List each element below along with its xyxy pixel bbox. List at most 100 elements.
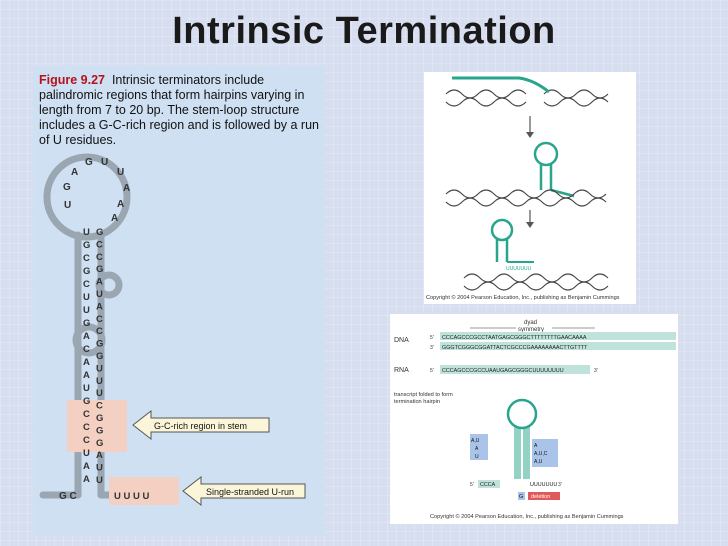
stem-base: G (83, 396, 90, 407)
hairpin-three-prime: 3' (558, 482, 562, 488)
rna-prime: 5' (430, 368, 434, 374)
loop-base: U (64, 200, 71, 211)
gc-region-highlight (67, 400, 127, 452)
hairpin-bottom-seq: CCCA (480, 482, 496, 488)
g-box (518, 492, 525, 500)
rna-strand: CCCAGCCCGCCUAAUGAGCGGGCUUUUUUUU (442, 368, 564, 374)
rna-strand-1 (452, 76, 550, 94)
stem-base: U (83, 227, 90, 238)
stem-base: C (83, 435, 90, 446)
dna-helix-2 (445, 189, 607, 207)
figure-caption: Intrinsic terminators include palindromi… (39, 73, 319, 147)
stem-base: U (96, 388, 103, 399)
stem-base: C (96, 239, 103, 250)
figure-label: Figure 9.27 (39, 73, 105, 87)
stem-base: C (83, 344, 90, 355)
copyright-top: Copyright © 2004 Pearson Education, Inc.… (426, 294, 620, 301)
stem-base: C (83, 422, 90, 433)
five-prime-bases: G C (59, 491, 77, 502)
hairpin-u-tail: UUUUUUU (530, 482, 557, 488)
stem-base: A (83, 474, 90, 485)
u-run-highlight (109, 477, 179, 505)
loop-base: A (71, 167, 78, 178)
sequence-diagram: dyad symmetry DNA 5' CCCAGCCCGCCTAATGAGC… (394, 320, 676, 520)
stem-base: C (83, 253, 90, 264)
hairpin-five-prime: 5' (470, 482, 474, 488)
mutation-right: A (534, 443, 538, 449)
dyad-label: dyad (524, 320, 537, 326)
stem-base: C (96, 401, 103, 412)
loop-bases: A G U U A A G U A (63, 157, 130, 224)
urun-callout-arrow: Single-stranded U-run (182, 475, 306, 507)
stem-base: A (83, 331, 90, 342)
folded-hairpin (506, 398, 538, 479)
loop-base: U (117, 167, 124, 178)
dna-label: DNA (394, 337, 409, 344)
urun-callout-label: Single-stranded U-run (206, 487, 294, 497)
stem-base: U (83, 448, 90, 459)
mutation-right: A,U (534, 459, 543, 465)
folded-label-2: termination hairpin (394, 399, 440, 405)
deletion-label: deletion (531, 494, 550, 500)
loop-base: U (101, 157, 108, 168)
stem-base: U (96, 363, 103, 374)
stem-base: G (96, 227, 103, 238)
u-tail-label: UUUUUUU (506, 266, 532, 272)
stem-base: G (96, 438, 103, 449)
g-box-label: G (519, 494, 523, 500)
stem-base: U (96, 376, 103, 387)
figure-panel (33, 66, 325, 536)
mutation-right: A,U,C (534, 451, 548, 457)
dna-bottom-strand: GGGTCGGGCGGATTACTCGCCCGAAAAAAAACTTGTTTT (442, 345, 588, 351)
hairpin-step-3 (490, 218, 534, 263)
loop-base: G (63, 182, 71, 193)
stem-base: C (96, 252, 103, 263)
stem-base: A (83, 461, 90, 472)
slide-title: Intrinsic Termination (172, 10, 556, 52)
dna-top-prime: 5' (430, 335, 434, 341)
stem-base: U (83, 292, 90, 303)
loop-base: G (85, 157, 93, 168)
dna-top-strand: CCCAGCCCGCCTAATGAGCGGGCTTTTTTTTGAACAAAA (442, 335, 587, 341)
stem-base: G (96, 413, 103, 424)
stem-base: G (83, 266, 90, 277)
mutation-left: A,U (471, 438, 480, 444)
mutation-left: A (475, 446, 479, 452)
mutation-left: U (475, 454, 479, 460)
hairpin-step-2 (533, 141, 575, 198)
stem-base: A (83, 370, 90, 381)
loop-base: A (117, 199, 124, 210)
mutation-box-left (470, 434, 488, 460)
stem-base: C (83, 409, 90, 420)
stem-base: A (96, 301, 103, 312)
stem-base: G (96, 339, 103, 350)
termination-steps-panel (424, 72, 636, 304)
deletion-box (528, 492, 560, 500)
dna-helix-1 (445, 89, 609, 107)
gc-callout-arrow: G-C-rich region in stem (132, 409, 270, 441)
termination-steps-diagram: UUUUUUU Copyright © 2004 Pearson Educati… (426, 76, 620, 301)
folded-label-1: transcript folded to form (394, 392, 453, 398)
stem-base: C (83, 279, 90, 290)
dna-bottom-prime: 3' (430, 345, 434, 351)
stem-base: C (96, 326, 103, 337)
stem-base: U (83, 305, 90, 316)
gc-callout-label: G-C-rich region in stem (154, 421, 247, 431)
rna-label: RNA (394, 367, 409, 374)
stem-base: A (83, 357, 90, 368)
figure-caption-block: Figure 9.27 Intrinsic terminators includ… (39, 73, 321, 148)
stem-base: C (96, 314, 103, 325)
rna-three-prime: 3' (594, 368, 598, 374)
stem-base: G (83, 240, 90, 251)
stem-base: U (96, 289, 103, 300)
stem-base: A (96, 277, 103, 288)
stem-base: G (83, 318, 90, 329)
loop-base: A (111, 213, 118, 224)
stem-base: G (96, 351, 103, 362)
mutation-box-right (532, 439, 558, 467)
stem-base: U (96, 475, 103, 486)
u-run-bases: U U U U (114, 491, 150, 502)
